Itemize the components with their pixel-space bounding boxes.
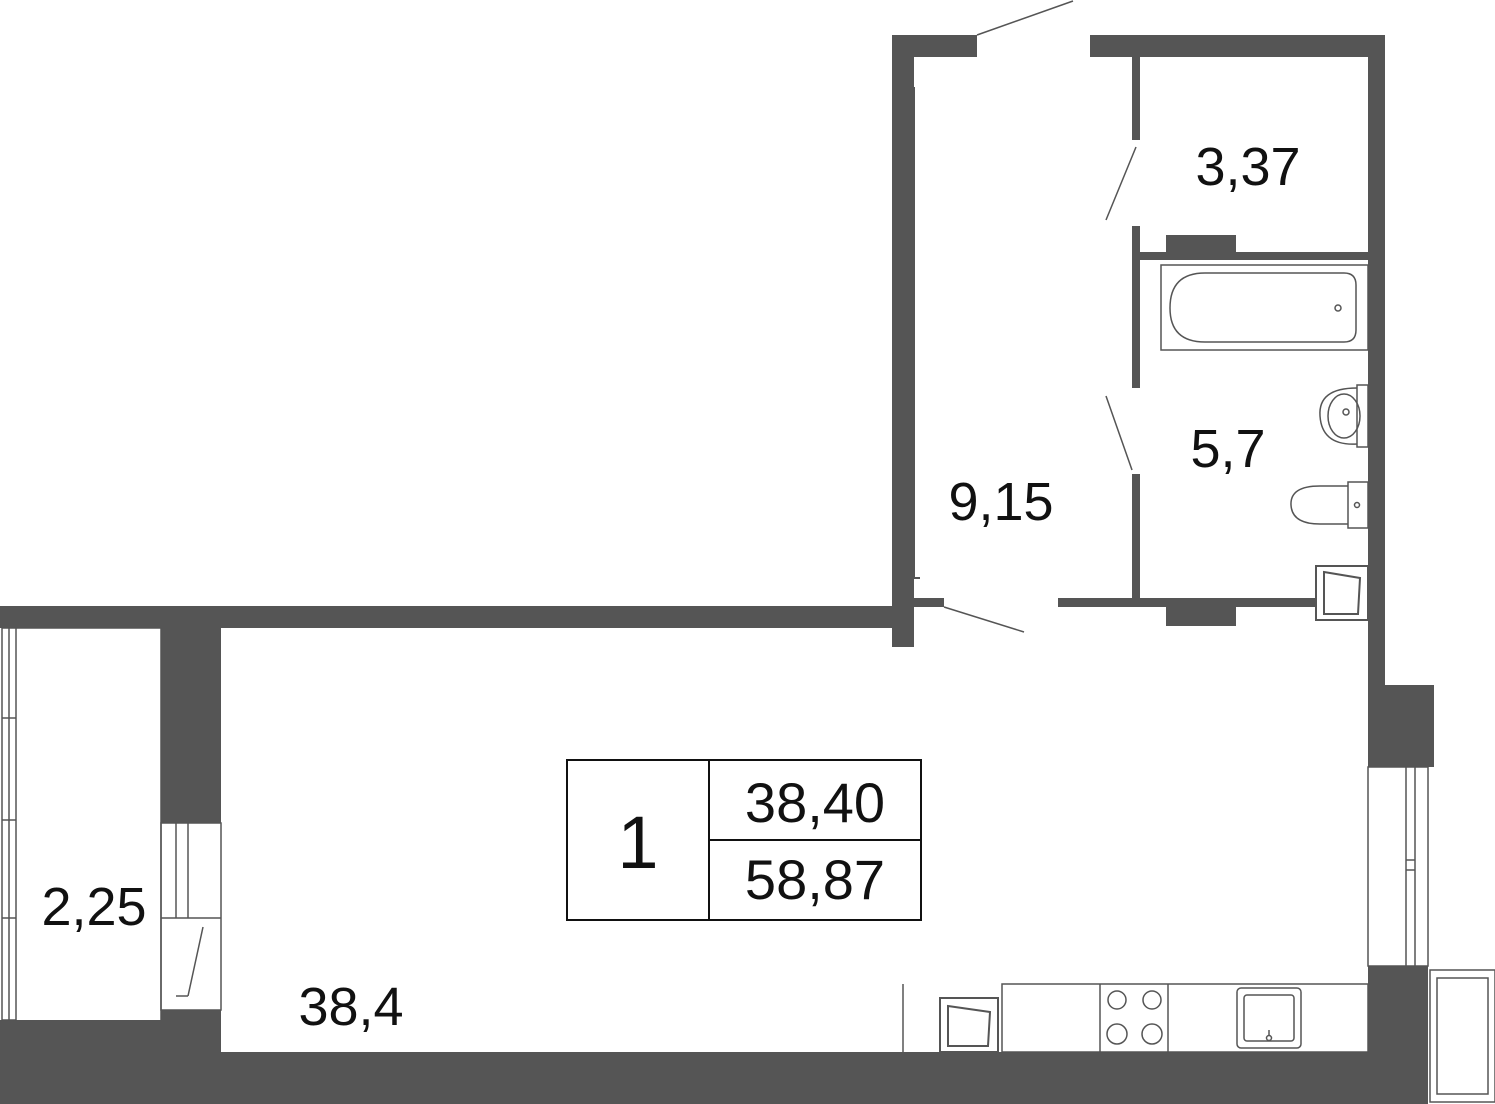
wall-hall-left	[892, 35, 914, 647]
wall-bottom-right	[1368, 966, 1428, 1104]
washbasin-icon	[1319, 384, 1369, 448]
wall-partition-mid	[1132, 226, 1140, 388]
hall-door	[943, 606, 1025, 633]
balcony-door	[187, 926, 204, 997]
balcony-door-frame	[160, 822, 222, 1011]
windows	[1, 627, 1495, 1103]
wall-balcony-bottom	[0, 1020, 221, 1104]
doors	[187, 0, 1137, 997]
entrance-door	[976, 0, 1074, 36]
living-area: 38,4	[298, 977, 403, 1037]
toilet-icon	[1290, 481, 1369, 529]
wall-living-top	[0, 606, 914, 628]
vent-shaft	[1315, 565, 1369, 621]
wall-right-pillar	[1368, 685, 1434, 767]
wall-storage-bath	[1132, 252, 1368, 260]
stove-icon	[1106, 990, 1163, 1045]
wall-vent-block-bottom	[1166, 598, 1236, 626]
wall-column	[161, 606, 221, 823]
wall-top-right	[1090, 35, 1385, 57]
kitchen-vent	[939, 997, 999, 1053]
rooms-count: 1	[617, 801, 658, 884]
wall-bottom	[0, 1052, 1428, 1104]
walls	[0, 35, 1434, 1104]
right-window	[1367, 766, 1429, 967]
storage-area: 3,37	[1195, 137, 1300, 197]
wall-inner-lines	[913, 87, 920, 579]
balcony-area: 2,25	[41, 877, 146, 937]
bathroom-area: 5,7	[1190, 419, 1265, 479]
total-area: 58,87	[745, 848, 885, 911]
wall-balcony-left	[0, 606, 12, 628]
storage-door	[1105, 146, 1137, 221]
wall-partition-upper	[1132, 57, 1140, 140]
bottom-right-window	[1429, 969, 1495, 1103]
bathroom-door	[1105, 395, 1133, 471]
living-area-total: 38,40	[745, 771, 885, 834]
kitchen-counter	[902, 983, 1369, 1053]
wall-right-upper	[1368, 35, 1385, 767]
bathtub-icon	[1160, 264, 1369, 351]
hallway-area: 9,15	[948, 472, 1053, 532]
wall-hall-stub	[914, 598, 944, 607]
wall-partition-lower	[1132, 474, 1140, 606]
kitchen-sink-icon	[1236, 987, 1302, 1049]
wall-vent-block-top	[1166, 235, 1236, 257]
summary-box	[566, 759, 922, 921]
